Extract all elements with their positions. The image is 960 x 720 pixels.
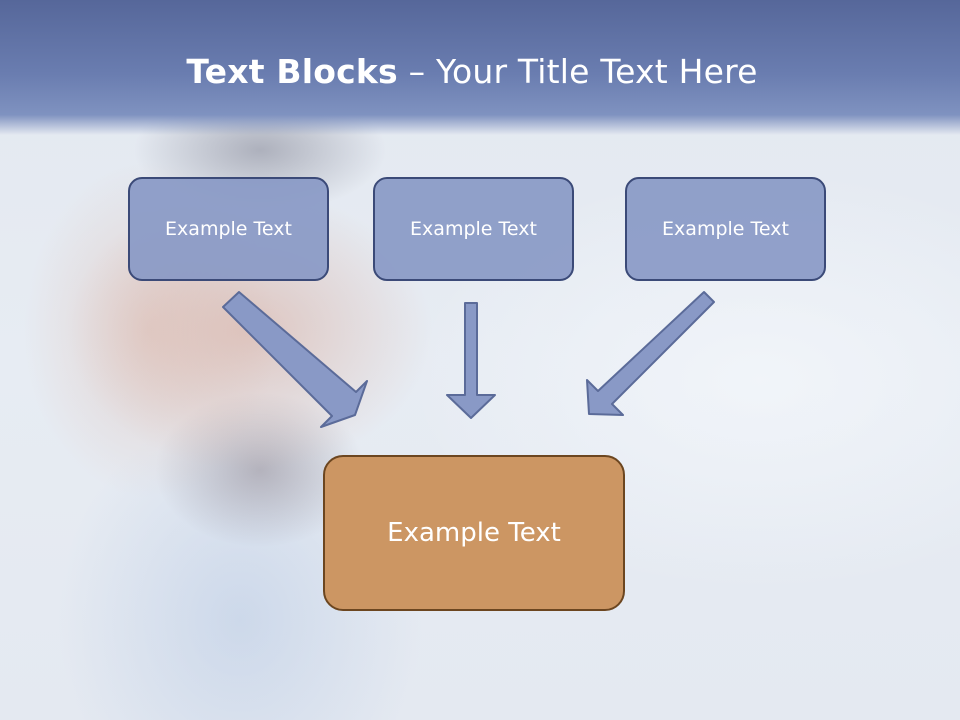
arrow-center-down [446, 302, 496, 419]
arrow-right-diagonal [586, 291, 715, 416]
text-block-3-label: Example Text [662, 218, 789, 240]
title-separator: – [397, 52, 436, 91]
slide-title: Text Blocks – Your Title Text Here [0, 52, 944, 91]
text-block-2: Example Text [373, 177, 574, 281]
title-band [0, 0, 960, 135]
text-block-2-label: Example Text [410, 218, 537, 240]
text-block-1: Example Text [128, 177, 329, 281]
result-block: Example Text [323, 455, 625, 611]
title-rest: Your Title Text Here [435, 52, 758, 91]
result-block-label: Example Text [387, 518, 561, 548]
text-block-1-label: Example Text [165, 218, 292, 240]
title-bold: Text Blocks [186, 52, 398, 91]
text-block-3: Example Text [625, 177, 826, 281]
arrow-left-diagonal [222, 291, 368, 428]
